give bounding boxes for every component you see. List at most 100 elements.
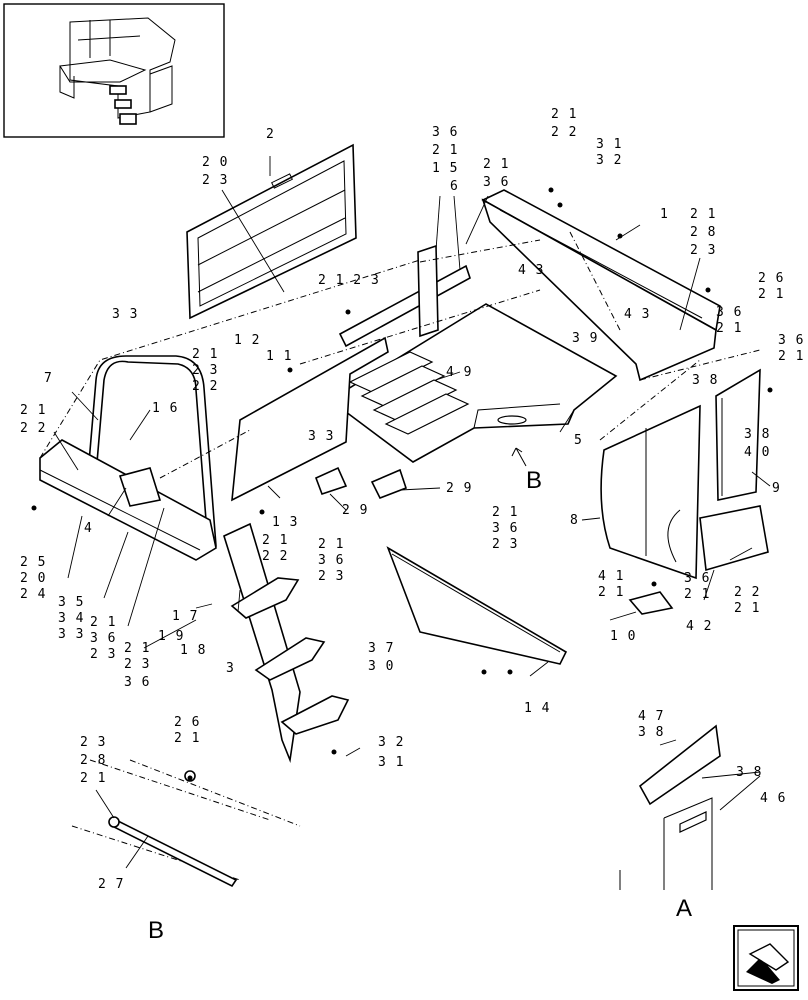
part-14-lower-panel[interactable] [386, 546, 568, 665]
detail-b-label: B [148, 917, 164, 944]
callout-36: 3 6 [124, 675, 150, 690]
callout-31: 3 1 [378, 755, 404, 770]
hardware-fasteners [31, 187, 773, 781]
callout-21: 2 1 [734, 601, 760, 616]
part-13-side-panel[interactable] [231, 336, 389, 502]
callout-21: 2 1 [684, 587, 710, 602]
callout-38: 3 8 [692, 373, 718, 388]
callout-28: 2 8 [690, 225, 716, 240]
callout-21: 2 1 [262, 533, 288, 548]
callout-36: 3 6 [483, 175, 509, 190]
navigation-arrow-icon[interactable] [733, 925, 799, 991]
callout-21: 2 1 [432, 143, 458, 158]
callout-22: 2 2 [192, 379, 218, 394]
callout-28: 2 8 [80, 753, 106, 768]
callout-19: 1 9 [158, 629, 184, 644]
callout-8: 8 [570, 513, 579, 528]
callout-20: 2 0 [20, 571, 46, 586]
part-10-bracket[interactable] [628, 591, 674, 615]
callout-3: 3 [226, 661, 235, 676]
callout-1: 1 [660, 207, 669, 222]
callout-9: 9 [772, 481, 781, 496]
part-15-bracket[interactable] [417, 244, 439, 338]
callout-4: 4 [84, 521, 93, 536]
callout-22: 2 2 [20, 421, 46, 436]
part-9-panel[interactable] [715, 368, 761, 501]
callout-23: 2 3 [90, 647, 116, 662]
callout-12: 1 2 [234, 333, 260, 348]
callout-6: 6 [450, 179, 459, 194]
callout-41: 4 1 [598, 569, 624, 584]
callout-46: 4 6 [760, 791, 786, 806]
callout-21: 2 1 [318, 537, 344, 552]
callout-33: 3 3 [308, 429, 334, 444]
detail-a-assembly[interactable] [619, 724, 721, 890]
view-b-label: B [526, 467, 542, 494]
callout-38: 3 8 [638, 725, 664, 740]
callout-36: 3 6 [684, 571, 710, 586]
callout-2: 2 [266, 127, 275, 142]
callout-15: 1 5 [432, 161, 458, 176]
callout-21: 2 1 [124, 641, 150, 656]
part-42-bracket[interactable] [699, 505, 769, 572]
callout-40: 4 0 [744, 445, 770, 460]
part-29-bracket-a[interactable] [314, 466, 348, 496]
callout-labels: 2 2 0 2 3 2 1 2 2 3 1 3 2 3 6 2 1 1 5 2 … [20, 107, 804, 944]
callout-38: 3 8 [736, 765, 762, 780]
part-3-step-ladder[interactable] [223, 522, 350, 764]
callout-42: 4 2 [686, 619, 712, 634]
callout-21: 2 1 [174, 731, 200, 746]
callout-26: 2 6 [758, 271, 784, 286]
callout-32: 3 2 [378, 735, 404, 750]
callout-24: 2 4 [20, 587, 46, 602]
callout-23: 2 3 [318, 569, 344, 584]
callout-30: 3 0 [368, 659, 394, 674]
callout-43: 4 3 [624, 307, 650, 322]
callout-27: 2 7 [98, 877, 124, 892]
part-2-gate-frame[interactable] [186, 143, 357, 320]
callout-21: 2 1 [778, 349, 804, 364]
part-8-panel[interactable] [600, 404, 701, 580]
callout-36: 3 6 [492, 521, 518, 536]
part-27-rod-detail[interactable] [71, 759, 301, 888]
callout-18: 1 8 [180, 643, 206, 658]
callout-26: 2 6 [174, 715, 200, 730]
callout-36: 3 6 [318, 553, 344, 568]
callout-21: 2 1 [716, 321, 742, 336]
callout-25: 2 5 [20, 555, 46, 570]
callout-21: 2 1 [20, 403, 46, 418]
part-49-treads[interactable] [348, 351, 470, 435]
callout-16: 1 6 [152, 401, 178, 416]
callout-34: 3 4 [58, 611, 84, 626]
callout-31: 3 1 [596, 137, 622, 152]
callout-23: 2 3 [492, 537, 518, 552]
view-b-arrow [511, 447, 527, 467]
lower-frame[interactable] [39, 439, 217, 561]
callout-23: 2 3 [690, 243, 716, 258]
callout-47: 4 7 [638, 709, 664, 724]
callout-32: 3 2 [596, 153, 622, 168]
callout-22: 2 2 [734, 585, 760, 600]
callout-21: 2 1 [598, 585, 624, 600]
callout-21: 2 1 [192, 347, 218, 362]
callout-17: 1 7 [172, 609, 198, 624]
callout-23: 2 3 [80, 735, 106, 750]
callout-23: 2 3 [192, 363, 218, 378]
callout-13: 1 3 [272, 515, 298, 530]
callout-21: 2 1 [690, 207, 716, 222]
callout-23: 2 3 [124, 657, 150, 672]
callout-11: 1 1 [266, 349, 292, 364]
part-29-bracket-b[interactable] [370, 468, 408, 500]
machine-overview-thumbnail[interactable] [3, 3, 225, 138]
callout-21: 2 1 [551, 107, 577, 122]
main-assembly [31, 143, 773, 890]
callout-35: 3 5 [58, 595, 84, 610]
callout-38: 3 8 [744, 427, 770, 442]
callout-5: 5 [574, 433, 583, 448]
callout-37: 3 7 [368, 641, 394, 656]
callout-21: 2 1 [80, 771, 106, 786]
callout-36: 3 6 [778, 333, 804, 348]
callout-10: 1 0 [610, 629, 636, 644]
